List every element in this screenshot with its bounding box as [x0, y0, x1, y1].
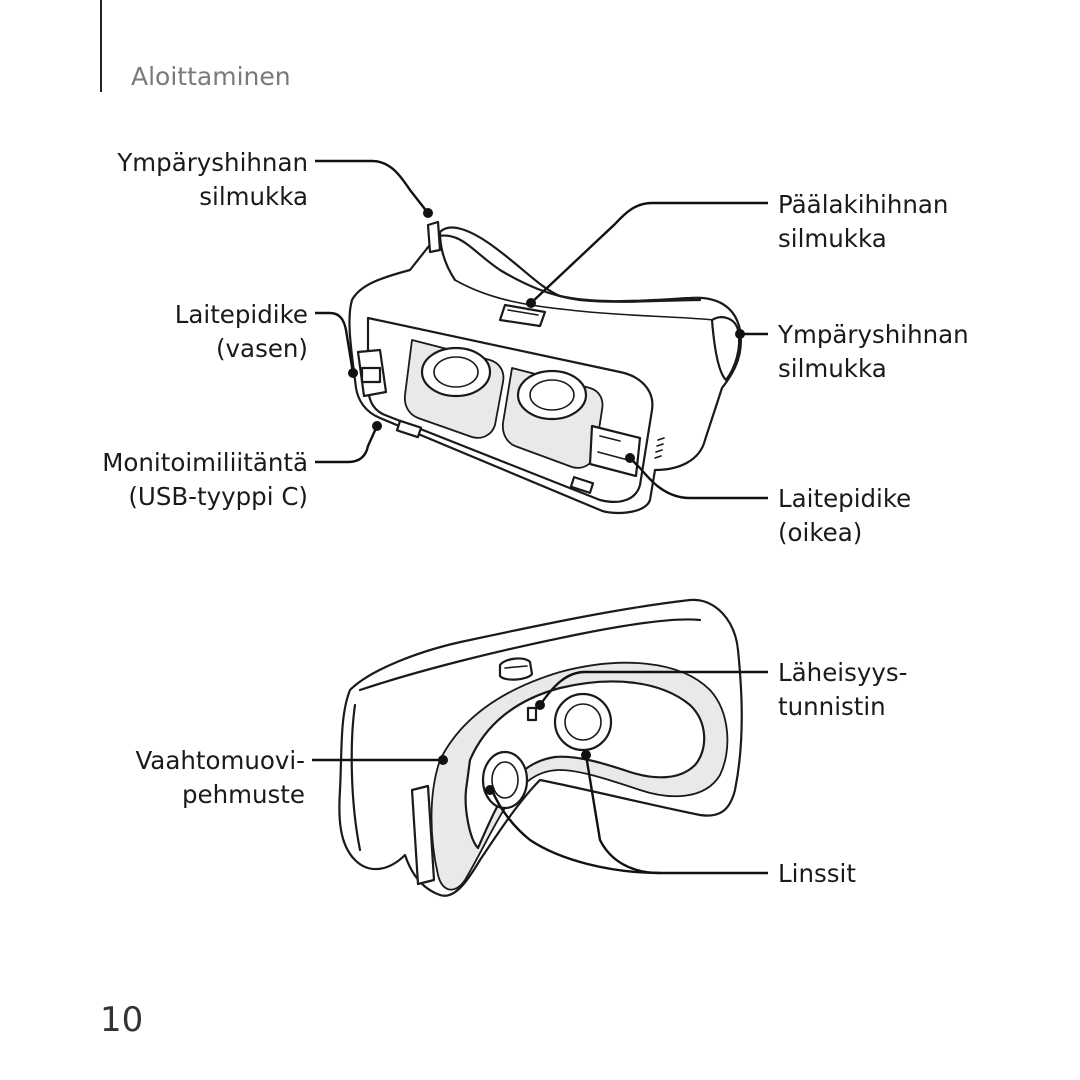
callout-dot-icon	[535, 700, 545, 710]
callout-dot-icon	[485, 785, 495, 795]
callout-dot-icon	[348, 368, 358, 378]
label-foam-cushion: Vaahtomuovi- pehmuste	[135, 746, 305, 809]
label-proximity-sensor: Läheisyys- tunnistin	[778, 658, 908, 721]
callout-dot-icon	[735, 329, 745, 339]
label-strap-loop-right: Ympäryshihnan silmukka	[778, 320, 969, 383]
label-top-strap-loop: Päälakihihnan silmukka	[778, 190, 949, 253]
page-number: 10	[100, 1000, 144, 1040]
callout-dot-icon	[423, 208, 433, 218]
callout-dot-icon	[526, 298, 536, 308]
label-holder-right: Laitepidike (oikea)	[778, 484, 912, 547]
callout-dot-icon	[625, 453, 635, 463]
callout-leaders	[312, 159, 768, 875]
headset-rear-view	[338, 598, 743, 897]
callout-dot-icon	[372, 421, 382, 431]
label-holder-left: Laitepidike (vasen)	[174, 300, 308, 363]
headset-front-view	[348, 220, 742, 515]
callout-dot-icon	[438, 755, 448, 765]
label-strap-loop-left: Ympäryshihnan silmukka	[117, 148, 308, 211]
header-rule	[100, 0, 102, 92]
label-lenses: Linssit	[778, 859, 856, 888]
section-title: Aloittaminen	[131, 62, 291, 91]
callout-dot-icon	[581, 750, 591, 760]
label-multi-port: Monitoimiliitäntä (USB-tyyppi C)	[102, 448, 308, 511]
